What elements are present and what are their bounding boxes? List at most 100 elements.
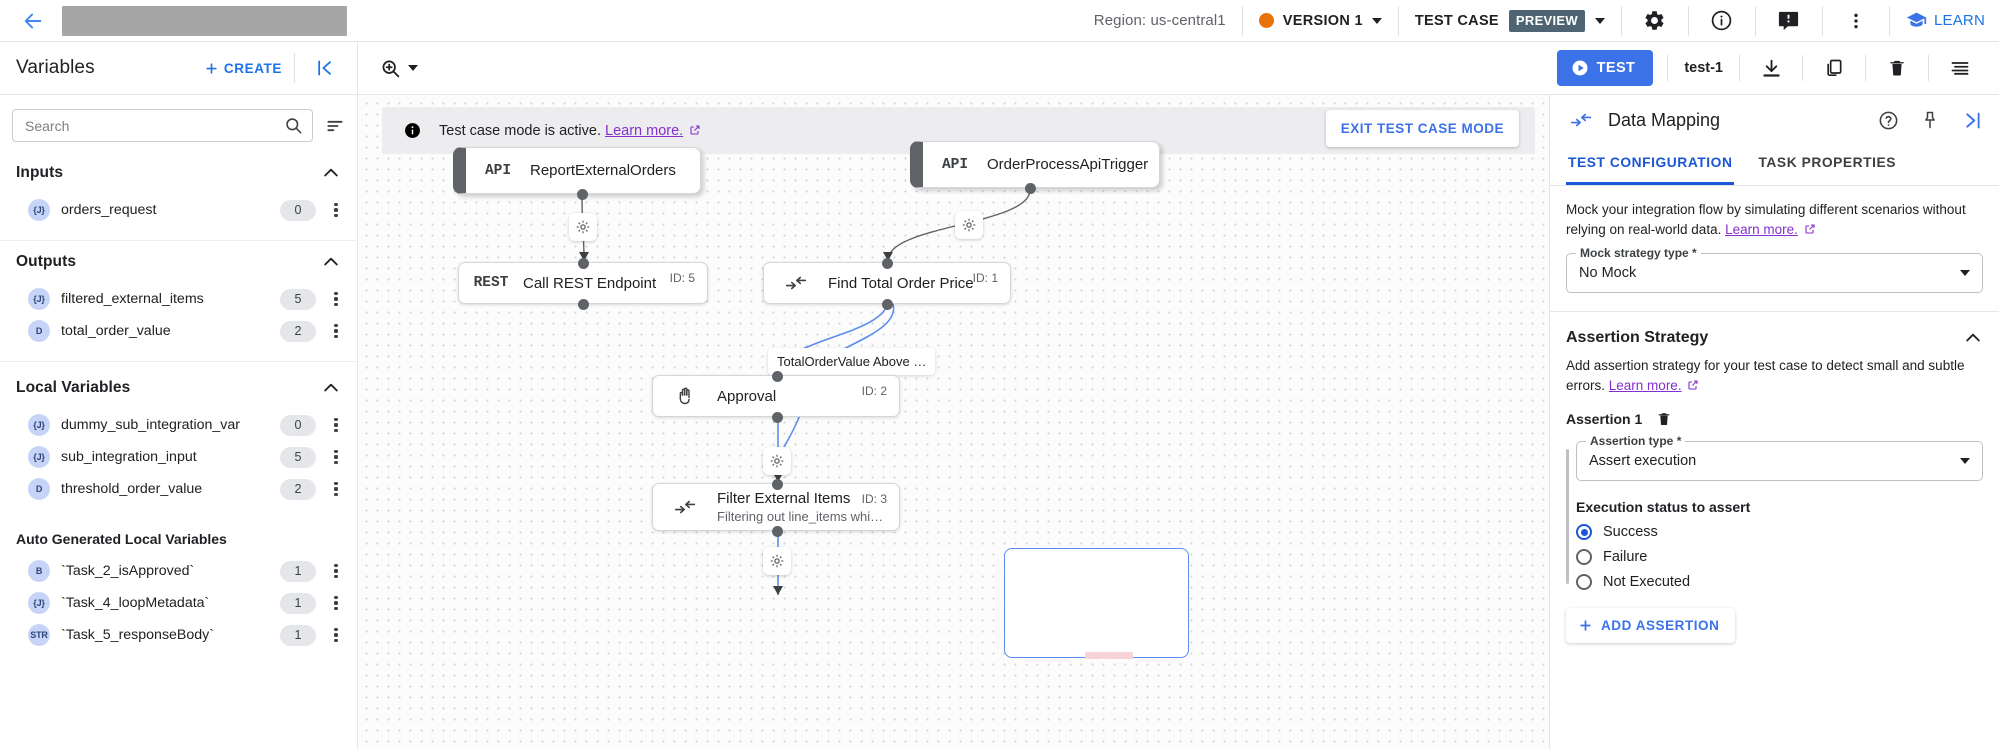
edge-gear-icon[interactable] bbox=[569, 213, 597, 241]
section-header-outputs[interactable]: Outputs bbox=[0, 241, 357, 283]
section-title: Inputs bbox=[16, 164, 64, 181]
edge-gear-icon[interactable] bbox=[955, 211, 983, 239]
section-header-local[interactable]: Local Variables bbox=[0, 362, 357, 409]
gear-icon[interactable] bbox=[1638, 4, 1672, 38]
version-selector[interactable]: VERSION 1 bbox=[1258, 13, 1382, 29]
copy-icon[interactable] bbox=[1817, 51, 1851, 85]
radio-success[interactable]: Success bbox=[1576, 524, 1983, 541]
assertion-type-select[interactable]: Assertion type * Assert execution bbox=[1576, 434, 1983, 482]
radio-indicator bbox=[1576, 574, 1592, 591]
node-output-port[interactable] bbox=[578, 299, 589, 310]
row-menu-icon[interactable] bbox=[327, 323, 345, 339]
plus-icon bbox=[1580, 620, 1591, 631]
expand-panel-icon[interactable] bbox=[1957, 105, 1987, 135]
divider bbox=[1241, 5, 1243, 36]
trash-icon[interactable] bbox=[1880, 51, 1914, 85]
flow-canvas[interactable]: Test case mode is active. Learn more. EX… bbox=[358, 95, 1549, 749]
flow-node-report-external-orders[interactable]: API ReportExternalOrders bbox=[453, 147, 701, 194]
exit-test-case-mode-button[interactable]: EXIT TEST CASE MODE bbox=[1325, 110, 1519, 147]
search-input[interactable] bbox=[12, 109, 313, 142]
variable-name: filtered_external_items bbox=[61, 291, 204, 307]
delete-assertion-icon[interactable] bbox=[1656, 411, 1672, 427]
mock-strategy-select[interactable]: Mock strategy type * No Mock bbox=[1566, 246, 1983, 294]
edge-gear-icon[interactable] bbox=[763, 447, 791, 475]
node-input-port[interactable] bbox=[772, 479, 783, 490]
zoom-in-icon[interactable] bbox=[380, 58, 418, 79]
variable-count: 1 bbox=[280, 624, 316, 646]
row-menu-icon[interactable] bbox=[327, 202, 345, 218]
flow-node-approval[interactable]: Approval ID: 2 bbox=[652, 375, 900, 417]
row-menu-icon[interactable] bbox=[327, 417, 345, 433]
row-menu-icon[interactable] bbox=[327, 449, 345, 465]
assertion-learn-more-link[interactable]: Learn more. bbox=[1608, 377, 1682, 393]
pin-icon[interactable] bbox=[1915, 105, 1945, 135]
node-output-port[interactable] bbox=[772, 526, 783, 537]
radio-not-executed[interactable]: Not Executed bbox=[1576, 574, 1983, 591]
variable-row[interactable]: {J} filtered_external_items 5 bbox=[0, 283, 357, 315]
section-header-inputs[interactable]: Inputs bbox=[0, 152, 357, 194]
divider bbox=[1865, 55, 1866, 81]
api-badge: API bbox=[466, 163, 530, 179]
edge-gear-icon[interactable] bbox=[763, 547, 791, 575]
variable-row[interactable]: {J} orders_request 0 bbox=[0, 194, 357, 226]
flow-node-find-total-order-price[interactable]: Find Total Order Price ID: 1 bbox=[763, 262, 1011, 304]
variable-row[interactable]: D threshold_order_value 2 bbox=[0, 473, 357, 505]
flow-node-filter-external-items[interactable]: Filter External Items Filtering out line… bbox=[652, 483, 900, 531]
row-menu-icon[interactable] bbox=[327, 563, 345, 579]
search-field[interactable] bbox=[25, 117, 278, 134]
test-case-selector[interactable]: TEST CASE PREVIEW bbox=[1415, 9, 1605, 32]
variable-row[interactable]: {J} dummy_sub_integration_var 0 bbox=[0, 409, 357, 441]
variable-type-badge: {J} bbox=[28, 288, 50, 310]
add-assertion-button[interactable]: ADD ASSERTION bbox=[1566, 608, 1736, 644]
chevron-down-icon bbox=[408, 65, 418, 71]
variable-row[interactable]: D total_order_value 2 bbox=[0, 315, 357, 347]
mock-learn-more-link[interactable]: Learn more. bbox=[1725, 221, 1798, 237]
list-icon[interactable] bbox=[1943, 51, 1977, 85]
radio-indicator bbox=[1576, 549, 1592, 566]
variable-row[interactable]: B `Task_2_isApproved` 1 bbox=[0, 555, 357, 587]
test-case-name[interactable]: test-1 bbox=[1684, 60, 1723, 76]
selected-node-outline[interactable] bbox=[1004, 548, 1189, 658]
node-output-port[interactable] bbox=[882, 299, 893, 310]
variable-row[interactable]: STR `Task_5_responseBody` 1 bbox=[0, 619, 357, 651]
node-output-port[interactable] bbox=[1025, 183, 1036, 194]
variable-count: 5 bbox=[280, 446, 316, 468]
sort-icon[interactable] bbox=[323, 114, 347, 138]
collapse-panel-icon[interactable] bbox=[307, 58, 343, 78]
row-menu-icon[interactable] bbox=[327, 595, 345, 611]
back-arrow-icon[interactable] bbox=[18, 6, 48, 36]
radio-failure[interactable]: Failure bbox=[1576, 549, 1983, 566]
learn-button[interactable]: LEARN bbox=[1906, 10, 1985, 31]
node-input-port[interactable] bbox=[882, 258, 893, 269]
assertion-strategy-header[interactable]: Assertion Strategy bbox=[1566, 312, 1983, 356]
search-row bbox=[0, 95, 357, 152]
feedback-icon[interactable] bbox=[1772, 4, 1806, 38]
edge-condition-label[interactable]: TotalOrderValue Above … bbox=[768, 348, 936, 375]
external-link-icon bbox=[690, 124, 700, 135]
help-circle-icon[interactable] bbox=[1873, 105, 1903, 135]
tab-test-configuration[interactable]: TEST CONFIGURATION bbox=[1566, 145, 1735, 185]
create-variable-button[interactable]: CREATE bbox=[204, 61, 282, 76]
row-menu-icon[interactable] bbox=[327, 627, 345, 643]
flow-node-order-process-api-trigger[interactable]: API OrderProcessApiTrigger bbox=[910, 141, 1160, 188]
node-output-port[interactable] bbox=[772, 412, 783, 423]
search-icon bbox=[286, 118, 302, 134]
row-menu-icon[interactable] bbox=[327, 481, 345, 497]
node-input-port[interactable] bbox=[578, 258, 589, 269]
variable-row[interactable]: {J} sub_integration_input 5 bbox=[0, 441, 357, 473]
download-icon[interactable] bbox=[1754, 51, 1788, 85]
run-test-button[interactable]: TEST bbox=[1556, 50, 1654, 86]
flow-node-call-rest-endpoint[interactable]: REST Call REST Endpoint ID: 5 bbox=[458, 262, 708, 304]
node-title: ReportExternalOrders bbox=[530, 162, 676, 179]
row-menu-icon[interactable] bbox=[327, 291, 345, 307]
variable-row[interactable]: {J} `Task_4_loopMetadata` 1 bbox=[0, 587, 357, 619]
more-vertical-icon[interactable] bbox=[1839, 4, 1873, 38]
node-input-port[interactable] bbox=[772, 371, 783, 382]
divider bbox=[1550, 311, 1999, 313]
node-output-port[interactable] bbox=[577, 189, 588, 200]
info-icon[interactable] bbox=[1705, 4, 1739, 38]
variable-type-badge: {J} bbox=[28, 446, 50, 468]
banner-learn-more-link[interactable]: Learn more. bbox=[605, 122, 684, 139]
tab-task-properties[interactable]: TASK PROPERTIES bbox=[1758, 155, 1897, 170]
